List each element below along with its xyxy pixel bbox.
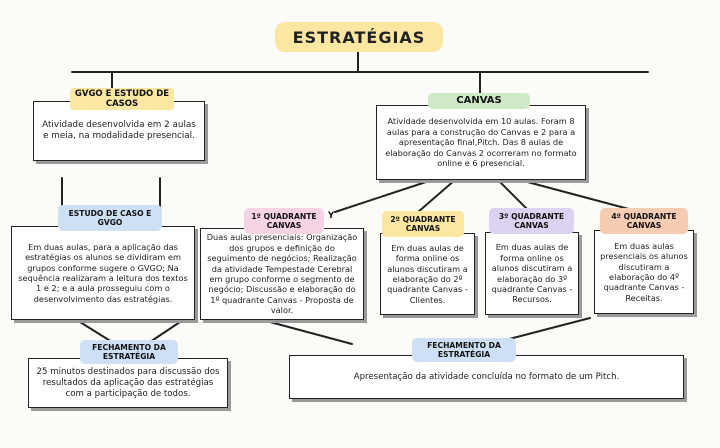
q3-description: Em duas aulas de forma online os alunos …: [491, 242, 573, 305]
page-title: ESTRATÉGIAS: [275, 22, 443, 52]
estudo-description: Em duas aulas, para a aplicação das estr…: [18, 241, 188, 304]
estudo-description-box: Em duas aulas, para a aplicação das estr…: [11, 226, 195, 320]
q4-label: 4º QUADRANTE CANVAS: [600, 208, 688, 234]
estudo-label: ESTUDO DE CASO E GVGO: [58, 205, 162, 231]
gvgo-description-box: Atividade desenvolvida em 2 aulas e meia…: [33, 101, 205, 161]
gvgo-description: Atividade desenvolvida em 2 aulas e meia…: [42, 120, 196, 141]
q1-label: 1º QUADRANTE CANVAS: [244, 208, 324, 234]
q3-description-box: Em duas aulas de forma online os alunos …: [485, 232, 579, 315]
q1-label-suffix: Y: [328, 211, 335, 221]
fech-right-label: FECHAMENTO DA ESTRATÉGIA: [412, 338, 516, 362]
q4-description: Em duas aulas presenciais os alunos disc…: [600, 240, 688, 303]
fech-left-description: 25 minutos destinados para discussão dos…: [36, 366, 220, 399]
q2-label: 2º QUADRANTE CANVAS: [382, 211, 464, 237]
gvgo-label: GVGO E ESTUDO DE CASOS: [70, 88, 174, 110]
q2-description-box: Em duas aulas de forma online os alunos …: [380, 233, 475, 315]
fech-left-description-box: 25 minutos destinados para discussão dos…: [28, 358, 228, 408]
canvas-label: CANVAS: [428, 93, 530, 109]
q4-description-box: Em duas aulas presenciais os alunos disc…: [594, 230, 694, 314]
q2-description: Em duas aulas de forma online os alunos …: [387, 242, 468, 305]
q1-description-box: Duas aulas presenciais: Organização dos …: [200, 228, 364, 320]
fech-left-label: FECHAMENTO DA ESTRATÉGIA: [80, 340, 178, 364]
q1-description: Duas aulas presenciais: Organização dos …: [206, 232, 358, 316]
fech-right-description: Apresentação da atividade concluída no f…: [353, 371, 620, 382]
q3-label: 3º QUADRANTE CANVAS: [489, 208, 574, 234]
canvas-description-box: Atividade desenvolvida em 10 aulas. Fora…: [376, 105, 586, 180]
canvas-description: Atividade desenvolvida em 10 aulas. Fora…: [385, 116, 577, 169]
fech-right-description-box: Apresentação da atividade concluída no f…: [289, 355, 684, 399]
